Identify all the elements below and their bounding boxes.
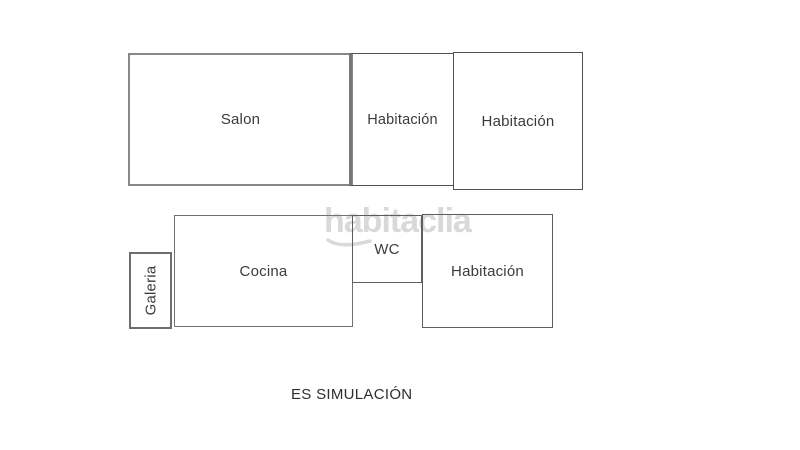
habitaclia-watermark: habitaclia — [324, 202, 472, 247]
watermark-text: habitaclia — [324, 202, 472, 240]
room-label-wc: WC — [374, 240, 400, 258]
room-label-cocina: Cocina — [239, 262, 288, 280]
room-habitacion-bottom: Habitación — [422, 214, 553, 328]
room-label-habitacion-top-middle: Habitación — [367, 111, 438, 128]
room-habitacion-top-right: Habitación — [453, 52, 583, 190]
room-wc: WC — [352, 215, 422, 283]
room-galeria: Galeria — [129, 252, 172, 329]
room-cocina: Cocina — [174, 215, 353, 327]
room-habitacion-top-middle: Habitación — [349, 53, 454, 186]
room-label-salon: Salon — [220, 111, 261, 128]
room-label-galeria: Galeria — [142, 265, 160, 316]
watermark-swoosh-icon — [326, 238, 372, 247]
room-label-habitacion-bottom: Habitación — [451, 262, 524, 280]
room-label-habitacion-top-right: Habitación — [481, 112, 555, 130]
room-salon: Salon — [128, 53, 353, 186]
simulation-disclaimer: ES SIMULACIÓN — [291, 386, 413, 403]
